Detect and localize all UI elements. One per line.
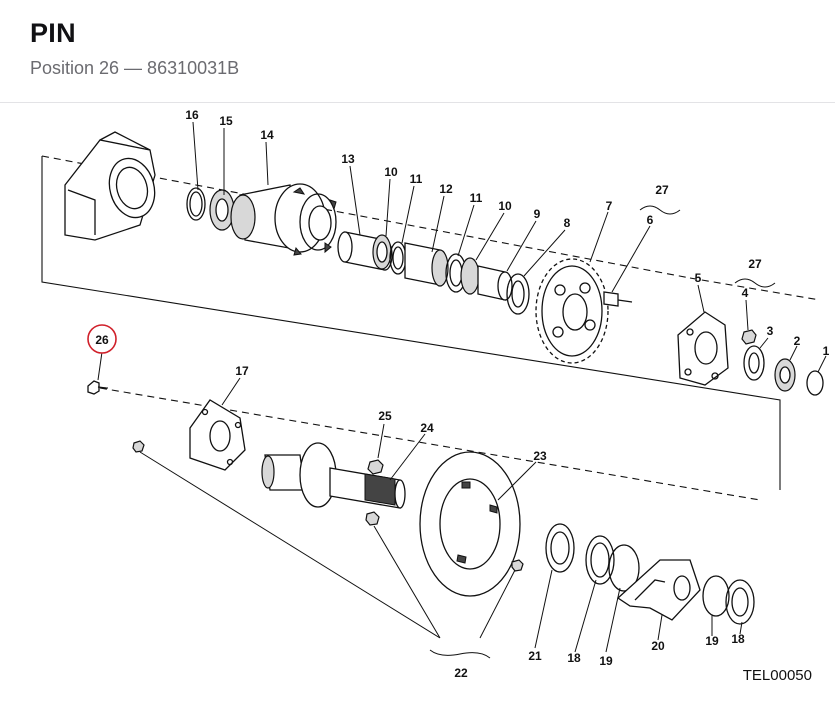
- part-3-washer[interactable]: [743, 345, 765, 381]
- callout-16[interactable]: 16: [185, 108, 199, 122]
- part-15-bearing[interactable]: [209, 189, 235, 231]
- callout-7[interactable]: 7: [606, 199, 613, 213]
- part-7-sprocket[interactable]: [535, 258, 609, 364]
- part-22-stud-right[interactable]: [511, 559, 524, 572]
- callout-2[interactable]: 2: [794, 334, 801, 348]
- callout-14[interactable]: 14: [260, 128, 274, 142]
- part-9-spacer[interactable]: [477, 265, 513, 301]
- callout-21[interactable]: 21: [528, 649, 542, 663]
- highlight-ring: [87, 324, 117, 354]
- part-subtitle: Position 26 — 86310031B: [30, 58, 240, 78]
- part-10-seal-upper[interactable]: [372, 234, 392, 270]
- callout-20[interactable]: 20: [651, 639, 665, 653]
- part-1-clip[interactable]: [806, 370, 824, 396]
- callout-26-highlight[interactable]: 26: [87, 324, 117, 354]
- callout-23[interactable]: 23: [533, 449, 547, 463]
- callout-18-left[interactable]: 18: [567, 651, 581, 665]
- callout-27-upper[interactable]: 27: [655, 183, 669, 197]
- part-22-stud-middle[interactable]: [365, 511, 380, 526]
- callout-11-upper[interactable]: 11: [410, 172, 423, 186]
- callout-25[interactable]: 25: [378, 409, 392, 423]
- part-20-bracket[interactable]: [616, 559, 701, 621]
- part-18-ring-right[interactable]: [725, 579, 755, 625]
- callout-19-left[interactable]: 19: [599, 654, 613, 668]
- callout-5[interactable]: 5: [695, 271, 702, 285]
- callout-11-lower[interactable]: 11: [470, 191, 483, 205]
- callout-18-right[interactable]: 18: [731, 632, 745, 646]
- part-21-washer[interactable]: [545, 523, 575, 573]
- part-22-stud-left[interactable]: [132, 440, 145, 453]
- part-4-nut[interactable]: [741, 329, 757, 345]
- part-25-bolt[interactable]: [367, 459, 384, 475]
- callout-13[interactable]: 13: [341, 152, 355, 166]
- callout-9[interactable]: 9: [534, 207, 541, 221]
- part-14-housing[interactable]: [64, 131, 161, 241]
- part-header: PIN Position 26 — 86310031B: [0, 0, 835, 103]
- part-17-carrier[interactable]: [189, 399, 246, 471]
- callout-27-lower[interactable]: 27: [748, 257, 762, 271]
- callout-labels: 1 2 3 4 5 6 7 8 9 10 10 11 11 12 13 14 1…: [185, 108, 829, 680]
- callout-22[interactable]: 22: [454, 666, 468, 680]
- callout-10-upper[interactable]: 10: [384, 165, 398, 179]
- callout-26[interactable]: 26: [95, 333, 109, 347]
- part-6-stud[interactable]: [603, 291, 633, 307]
- callout-24[interactable]: 24: [420, 421, 434, 435]
- part-26-pin[interactable]: [87, 380, 107, 395]
- callout-1[interactable]: 1: [823, 344, 830, 358]
- diagram-canvas: 1 2 3 4 5 6 7 8 9 10 10 11 11 12 13 14 1…: [41, 108, 830, 684]
- callout-4[interactable]: 4: [742, 286, 749, 300]
- part-19-oring-left[interactable]: [608, 544, 640, 592]
- callout-12[interactable]: 12: [439, 182, 453, 196]
- part-2-nut[interactable]: [774, 358, 796, 392]
- part-10-seal-lower[interactable]: [460, 257, 480, 295]
- callout-15[interactable]: 15: [219, 114, 233, 128]
- part-14-hub[interactable]: [230, 183, 337, 256]
- callout-10-lower[interactable]: 10: [498, 199, 512, 213]
- part-16-circlip[interactable]: [186, 187, 206, 221]
- callout-19-right[interactable]: 19: [705, 634, 719, 648]
- part-11-bearing-upper[interactable]: [389, 241, 407, 275]
- part-19-oring-right[interactable]: [702, 575, 730, 617]
- part-24-shaft[interactable]: [261, 442, 406, 509]
- part-5-flange[interactable]: [677, 311, 729, 386]
- part-18-ring-left[interactable]: [585, 535, 615, 585]
- leader-lines: [97, 121, 827, 659]
- part-8-ring[interactable]: [506, 273, 530, 315]
- part-23-brake-disc[interactable]: [419, 451, 521, 597]
- exploded-parts-diagram: 1 2 3 4 5 6 7 8 9 10 10 11 11 12 13 14 1…: [0, 104, 835, 700]
- callout-3[interactable]: 3: [767, 324, 774, 338]
- part-12-spacer[interactable]: [404, 242, 449, 287]
- callout-8[interactable]: 8: [564, 216, 571, 230]
- callout-17[interactable]: 17: [235, 364, 249, 378]
- drawing-reference-code: TEL00050: [743, 667, 812, 684]
- part-title: PIN: [30, 18, 76, 48]
- callout-6[interactable]: 6: [647, 213, 654, 227]
